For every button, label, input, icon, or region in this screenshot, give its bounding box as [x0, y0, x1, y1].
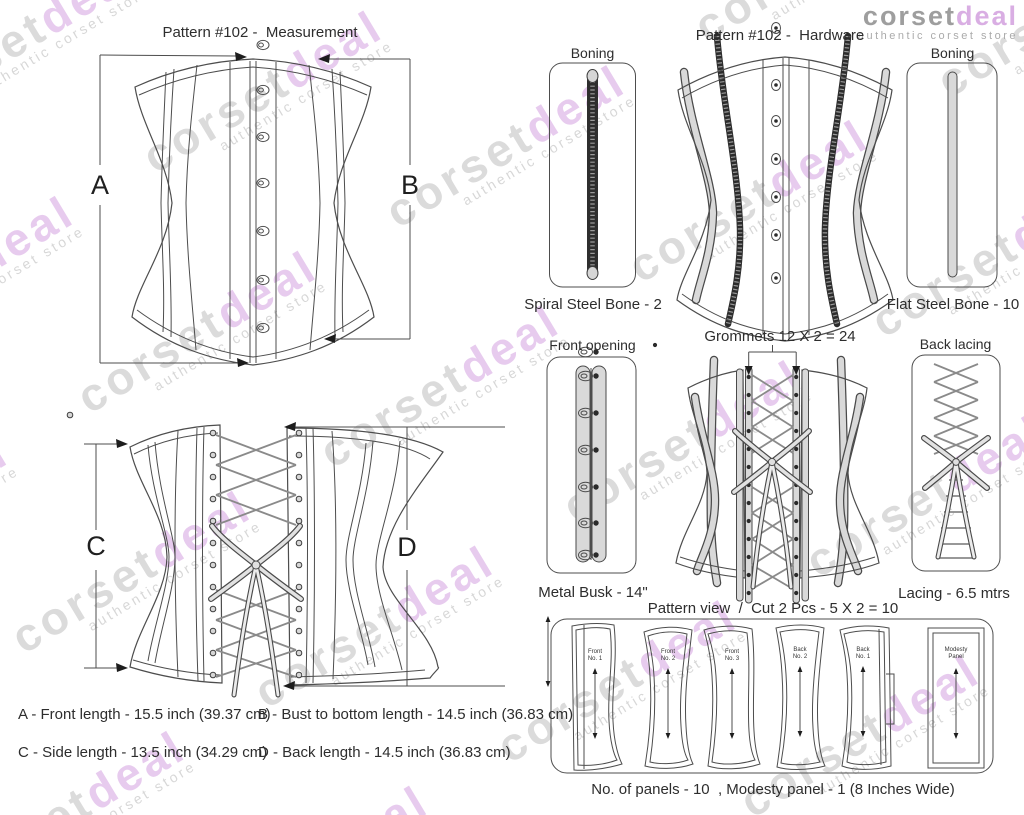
spiral-bone-icon [587, 74, 598, 276]
spiral-bone-top-label: Boning [570, 45, 615, 61]
note-front-length: A - Front length - 15.5 inch (39.37 cm) [18, 706, 271, 723]
grommets-label: Grommets 12 X 2 = 24 [704, 328, 856, 345]
panel-modesty: Modesty Panel [927, 627, 985, 769]
pattern-panels-diagram: Front No. 1 Front No. 2 Front No. 3 Back… [545, 616, 994, 774]
flat-bones [690, 355, 865, 588]
panel-back-2: Back No. 2 [775, 624, 826, 770]
corset-front-outline [131, 39, 375, 366]
busk-bar-left [575, 365, 591, 563]
pattern-view-label: Pattern view / Cut 2 Pcs - 5 X 2 = 10 [647, 600, 899, 617]
svg-text:No. 1: No. 1 [856, 654, 871, 660]
panel-front-3: Front No. 3 [703, 625, 761, 770]
watermark-text: corsetdeal [0, 184, 84, 285]
svg-text:Modesty: Modesty [945, 647, 968, 653]
note-bust-bottom-length: B - Bust to bottom length - 14.5 inch (3… [258, 706, 574, 723]
measurement-title: Pattern #102 - Measurement [162, 24, 358, 41]
grain-arrow-icon [545, 616, 551, 687]
svg-text:Back: Back [856, 647, 870, 653]
watermark-tagline: authentic corset store [0, 757, 199, 815]
watermark-text: corsetdeal [0, 719, 195, 815]
svg-text:Front: Front [661, 649, 675, 655]
back-lacing [208, 434, 304, 698]
svg-text:No. 2: No. 2 [661, 656, 676, 662]
back-lacing-label: Back lacing [919, 336, 992, 352]
note-back-length: D - Back length - 14.5 inch (36.83 cm) [258, 744, 511, 761]
watermark: corsetdeal authentic corset store [179, 774, 442, 815]
brand-logo-text: corsetdeal [862, 1, 1018, 31]
brand-logo: corsetdeal authentic corset store [828, 3, 1018, 42]
panel-front-2: Front No. 2 [643, 626, 694, 769]
front-view-measurement-diagram: A B [91, 39, 419, 367]
panels-note: No. of panels - 10 , Modesty panel - 1 (… [591, 781, 955, 798]
svg-text:No. 1: No. 1 [588, 656, 603, 662]
label-a: A [91, 170, 109, 200]
svg-text:Back: Back [793, 647, 807, 653]
busk-loops [256, 39, 270, 51]
panel-front-1: Front No. 1 [571, 623, 623, 771]
svg-text:Front: Front [725, 649, 739, 655]
watermark-tagline: authentic corset store [0, 462, 22, 580]
busk-bar-right [591, 365, 607, 563]
lacing-length-label: Lacing - 6.5 mtrs [898, 585, 1010, 602]
grommets-corset-diagram [652, 342, 880, 604]
svg-text:No. 3: No. 3 [725, 656, 740, 662]
busk-hook-icon [578, 346, 599, 358]
spiral-bone-bottom-label: Spiral Steel Bone - 2 [524, 296, 662, 313]
corset-outline [676, 22, 894, 342]
note-side-length: C - Side length - 13.5 inch (34.29 cm) [18, 744, 268, 761]
lacing-icon [921, 363, 991, 560]
front-opening-label: Front opening [549, 337, 636, 353]
flat-bones [679, 67, 891, 305]
watermark-tagline: authentic corset store [465, 0, 704, 4]
svg-text:No. 2: No. 2 [793, 654, 808, 660]
measurement-line-c: C [84, 439, 128, 672]
flat-bone-bottom-label: Flat Steel Bone - 10 [886, 296, 1020, 313]
watermark: corsetdeal authentic corset store [444, 0, 704, 4]
watermark: corsetdeal authentic corset store [0, 184, 88, 374]
grommets [66, 411, 303, 679]
panels-container [550, 618, 994, 774]
grommets-callout-bracket [744, 345, 801, 375]
metal-busk-label: Metal Busk - 14" [538, 584, 648, 601]
corset-back-outline [129, 424, 444, 686]
lacing [731, 374, 813, 590]
watermark-tagline: authentic corset store [997, 737, 1024, 815]
back-view-measurement-diagram: C D [66, 411, 505, 698]
watermark-tagline: authentic corset store [0, 222, 88, 339]
label-b: B [401, 170, 419, 200]
spiral-steel-bone-diagram [549, 62, 636, 288]
flat-bone-icon [947, 71, 958, 278]
hardware-title: Pattern #102 - Hardware [695, 27, 865, 44]
back-lacing-diagram [911, 354, 1001, 572]
flat-steel-bone-diagram [906, 62, 998, 288]
spiral-bones [713, 32, 852, 328]
watermark-text: corsetdeal [179, 774, 437, 815]
label-d: D [397, 532, 417, 562]
brand-tagline: authentic corset store [857, 30, 1018, 42]
watermark: corsetdeal authentic corset store [0, 719, 199, 815]
grommets [652, 342, 799, 596]
measurement-line-b: B [318, 54, 419, 343]
hardware-corset-diagram [676, 22, 894, 342]
watermark: corsetdeal authentic corset store [0, 424, 22, 614]
metal-busk-diagram [546, 346, 637, 574]
panel-back-1: Back No. 1 [839, 625, 895, 770]
label-c: C [86, 531, 106, 561]
measurement-line-d: D [283, 422, 505, 690]
svg-text:Front: Front [588, 649, 602, 655]
svg-text:Panel: Panel [948, 654, 963, 660]
flat-bone-top-label: Boning [930, 45, 975, 61]
measurement-line-a: A [91, 52, 249, 367]
watermark-text: corsetdeal [0, 424, 18, 526]
